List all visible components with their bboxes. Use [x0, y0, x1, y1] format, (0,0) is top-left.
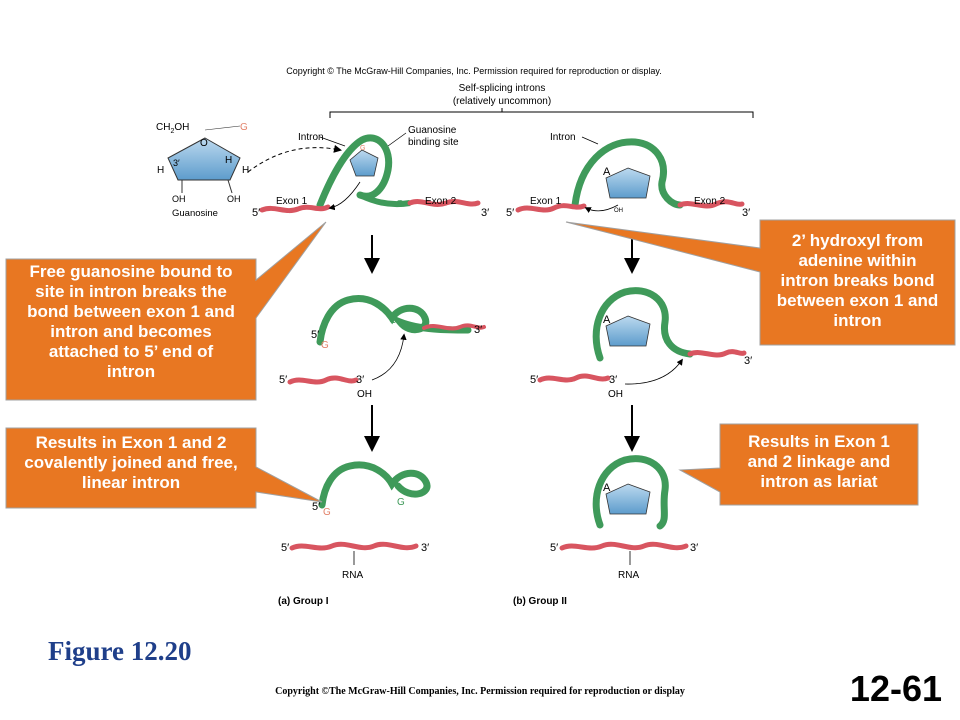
svg-text:Intron: Intron	[298, 132, 324, 143]
svg-text:5′: 5′	[530, 374, 538, 386]
svg-text:Guanosine: Guanosine	[408, 125, 457, 136]
group2-exon2-step2	[687, 349, 747, 358]
svg-text:5′: 5′	[506, 207, 514, 219]
header-bracket	[329, 111, 754, 118]
group2-exon1	[515, 203, 587, 213]
callout-results-group2: Results in Exon 1 and 2 linkage and intr…	[747, 432, 891, 492]
group1-joined-exons	[289, 541, 419, 551]
svg-text:5′: 5′	[279, 374, 287, 386]
svg-text:3′: 3′	[421, 542, 429, 554]
header-line-2: (relatively uncommon)	[453, 96, 551, 107]
figure-title: Figure 12.20	[48, 636, 192, 666]
svg-text:G: G	[397, 497, 405, 508]
svg-text:RNA: RNA	[342, 570, 363, 581]
group2-exon2	[677, 199, 745, 209]
svg-text:Intron: Intron	[550, 132, 576, 143]
group2-exon1-step2	[537, 373, 611, 383]
svg-text:5′: 5′	[550, 542, 558, 554]
svg-text:3′: 3′	[609, 374, 617, 386]
svg-text:CH2OH: CH2OH	[156, 122, 189, 135]
svg-text:A: A	[603, 314, 611, 326]
svg-text:5′: 5′	[312, 501, 320, 513]
svg-text:OH: OH	[608, 389, 623, 400]
svg-text:RNA: RNA	[618, 570, 639, 581]
group2-intron-step2	[592, 287, 694, 362]
group1-caption: (a) Group I	[278, 596, 329, 607]
svg-text:A: A	[603, 166, 611, 178]
svg-text:OH: OH	[227, 194, 241, 204]
svg-text:G: G	[396, 199, 404, 210]
guanosine-label: Guanosine	[172, 208, 218, 219]
group1-intron-loop	[316, 134, 393, 209]
group1-step1: Intron Guanosine binding site G Exon 1 E…	[252, 125, 489, 219]
svg-text:G: G	[360, 145, 365, 152]
svg-text:3′: 3′	[744, 355, 752, 367]
guanosine-molecule: CH2OH G O H 3′ H H OH OH Guanosine	[156, 122, 249, 219]
svg-text:OH: OH	[357, 389, 372, 400]
group1-step3: G G 5′ 5′ 3′ RNA (a) Group I	[278, 461, 431, 607]
callout-results-group1: Results in Exon 1 and 2 covalently joine…	[24, 433, 238, 493]
header-line-1: Self-splicing introns	[459, 83, 546, 94]
svg-text:OH: OH	[614, 208, 623, 214]
svg-text:OH: OH	[172, 194, 186, 204]
svg-text:H: H	[225, 155, 232, 166]
callout-free-guanosine: Free guanosine bound to site in intron b…	[27, 262, 235, 382]
svg-text:3′: 3′	[481, 207, 489, 219]
svg-text:A: A	[603, 482, 611, 494]
guanosine-binding-arrow	[247, 144, 342, 173]
group2-joined-exons	[559, 541, 689, 551]
svg-text:5′: 5′	[252, 207, 260, 219]
svg-text:Exon 1: Exon 1	[276, 196, 308, 207]
svg-text:Exon 2: Exon 2	[425, 196, 457, 207]
callout-hydroxyl-box	[565, 219, 956, 346]
top-copyright: Copyright © The McGraw-Hill Companies, I…	[286, 66, 661, 76]
group2-adenine-sugar	[605, 167, 651, 199]
group1-exon1	[259, 204, 331, 214]
svg-text:H: H	[157, 165, 164, 176]
callout-free-guanosine-box	[5, 221, 327, 401]
svg-text:G: G	[323, 507, 331, 518]
guanosine-ring	[167, 137, 241, 181]
svg-text:binding site: binding site	[408, 137, 459, 148]
callout-hydroxyl: 2’ hydroxyl from adenine within intron b…	[776, 231, 939, 331]
svg-text:G: G	[321, 340, 329, 351]
svg-text:3′: 3′	[742, 207, 750, 219]
svg-text:5′: 5′	[311, 329, 319, 341]
callout-results-group2-box	[678, 423, 919, 506]
group2-step3: A 5′ 3′ RNA (b) Group II	[513, 455, 698, 607]
svg-text:H: H	[242, 165, 249, 176]
svg-text:3′: 3′	[356, 374, 364, 386]
group1-step2: G G 5′ 3′ 5′ 3′ OH	[279, 295, 486, 400]
svg-text:3′: 3′	[173, 158, 180, 168]
footer-copyright: Copyright ©The McGraw-Hill Companies, In…	[275, 686, 685, 697]
group2-step2: A 3′ 5′ 3′ OH	[530, 287, 752, 400]
group1-exon2	[407, 198, 481, 207]
svg-text:5′: 5′	[281, 542, 289, 554]
svg-text:G: G	[240, 122, 248, 133]
group2-step1: Intron A OH Exon 1 Exon 2 5′ 3′	[506, 132, 750, 219]
group2-lariat	[592, 455, 669, 530]
group2-intron-loop	[571, 138, 684, 209]
svg-text:Exon 1: Exon 1	[530, 196, 562, 207]
svg-text:3′: 3′	[690, 542, 698, 554]
svg-text:G: G	[389, 315, 397, 326]
callout-results-group1-box	[5, 427, 323, 509]
svg-text:Exon 2: Exon 2	[694, 196, 726, 207]
group1-bound-guanosine	[349, 149, 379, 177]
group1-free-intron	[318, 461, 431, 509]
svg-text:O: O	[200, 138, 208, 149]
group1-exon2-step2	[422, 323, 486, 331]
group1-intron-step2	[316, 295, 472, 346]
svg-text:3′: 3′	[474, 324, 482, 336]
group1-exon1-step2	[287, 375, 359, 385]
group2-caption: (b) Group II	[513, 596, 567, 607]
slide-number: 12-61	[849, 668, 942, 709]
